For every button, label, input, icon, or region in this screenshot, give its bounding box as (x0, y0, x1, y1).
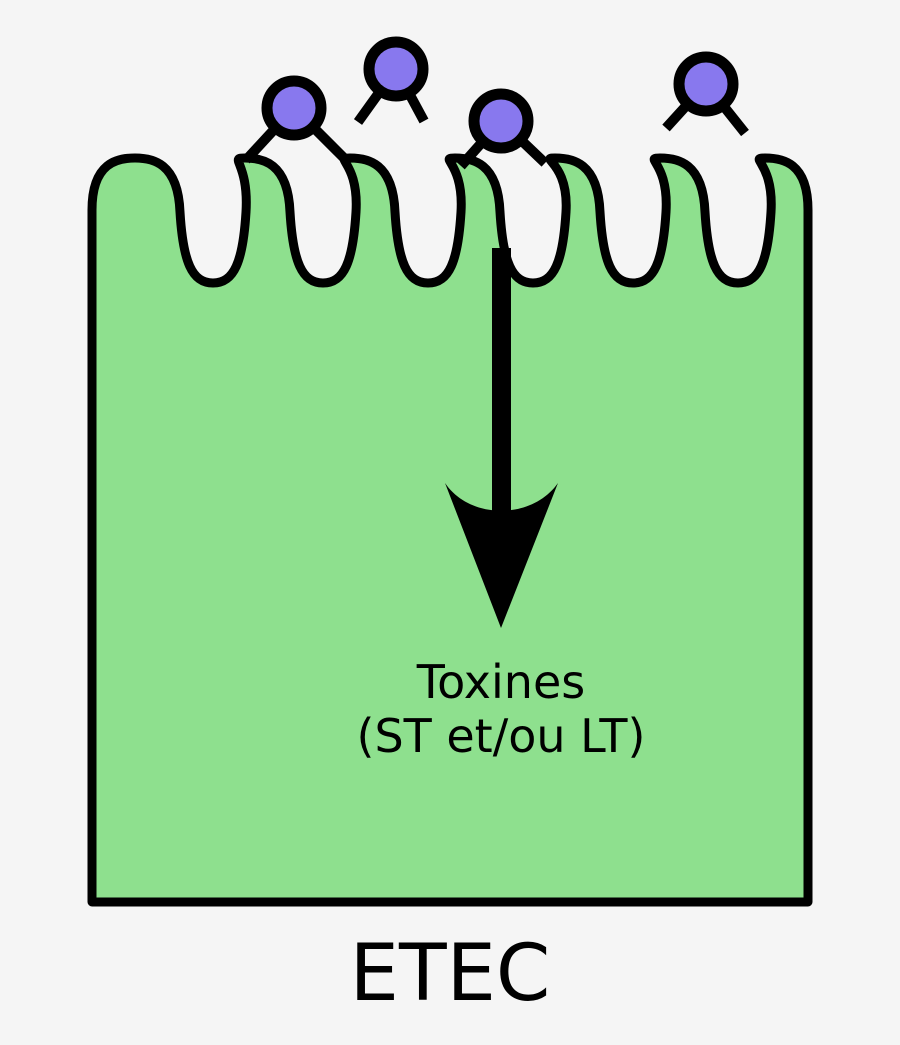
organism-label: ETEC (350, 929, 551, 1019)
bacterium-attached-center (457, 88, 549, 170)
bacterium-body (468, 88, 534, 154)
bacterium-body (673, 51, 739, 117)
bacterium-free-right (662, 51, 749, 137)
toxin-label-line1: Toxines (416, 655, 585, 709)
bacterium-attached-left (242, 75, 348, 164)
toxin-secretion-arrow (445, 248, 558, 628)
bacterium-body (363, 36, 429, 102)
toxin-arrow-head (445, 483, 558, 628)
bacterium-free-upper (353, 36, 429, 125)
bacterium-body (261, 75, 327, 141)
toxin-label-line2: (ST et/ou LT) (357, 709, 646, 763)
toxin-arrow-stem (492, 248, 511, 548)
intestinal-epithelium-cell (87, 153, 813, 907)
